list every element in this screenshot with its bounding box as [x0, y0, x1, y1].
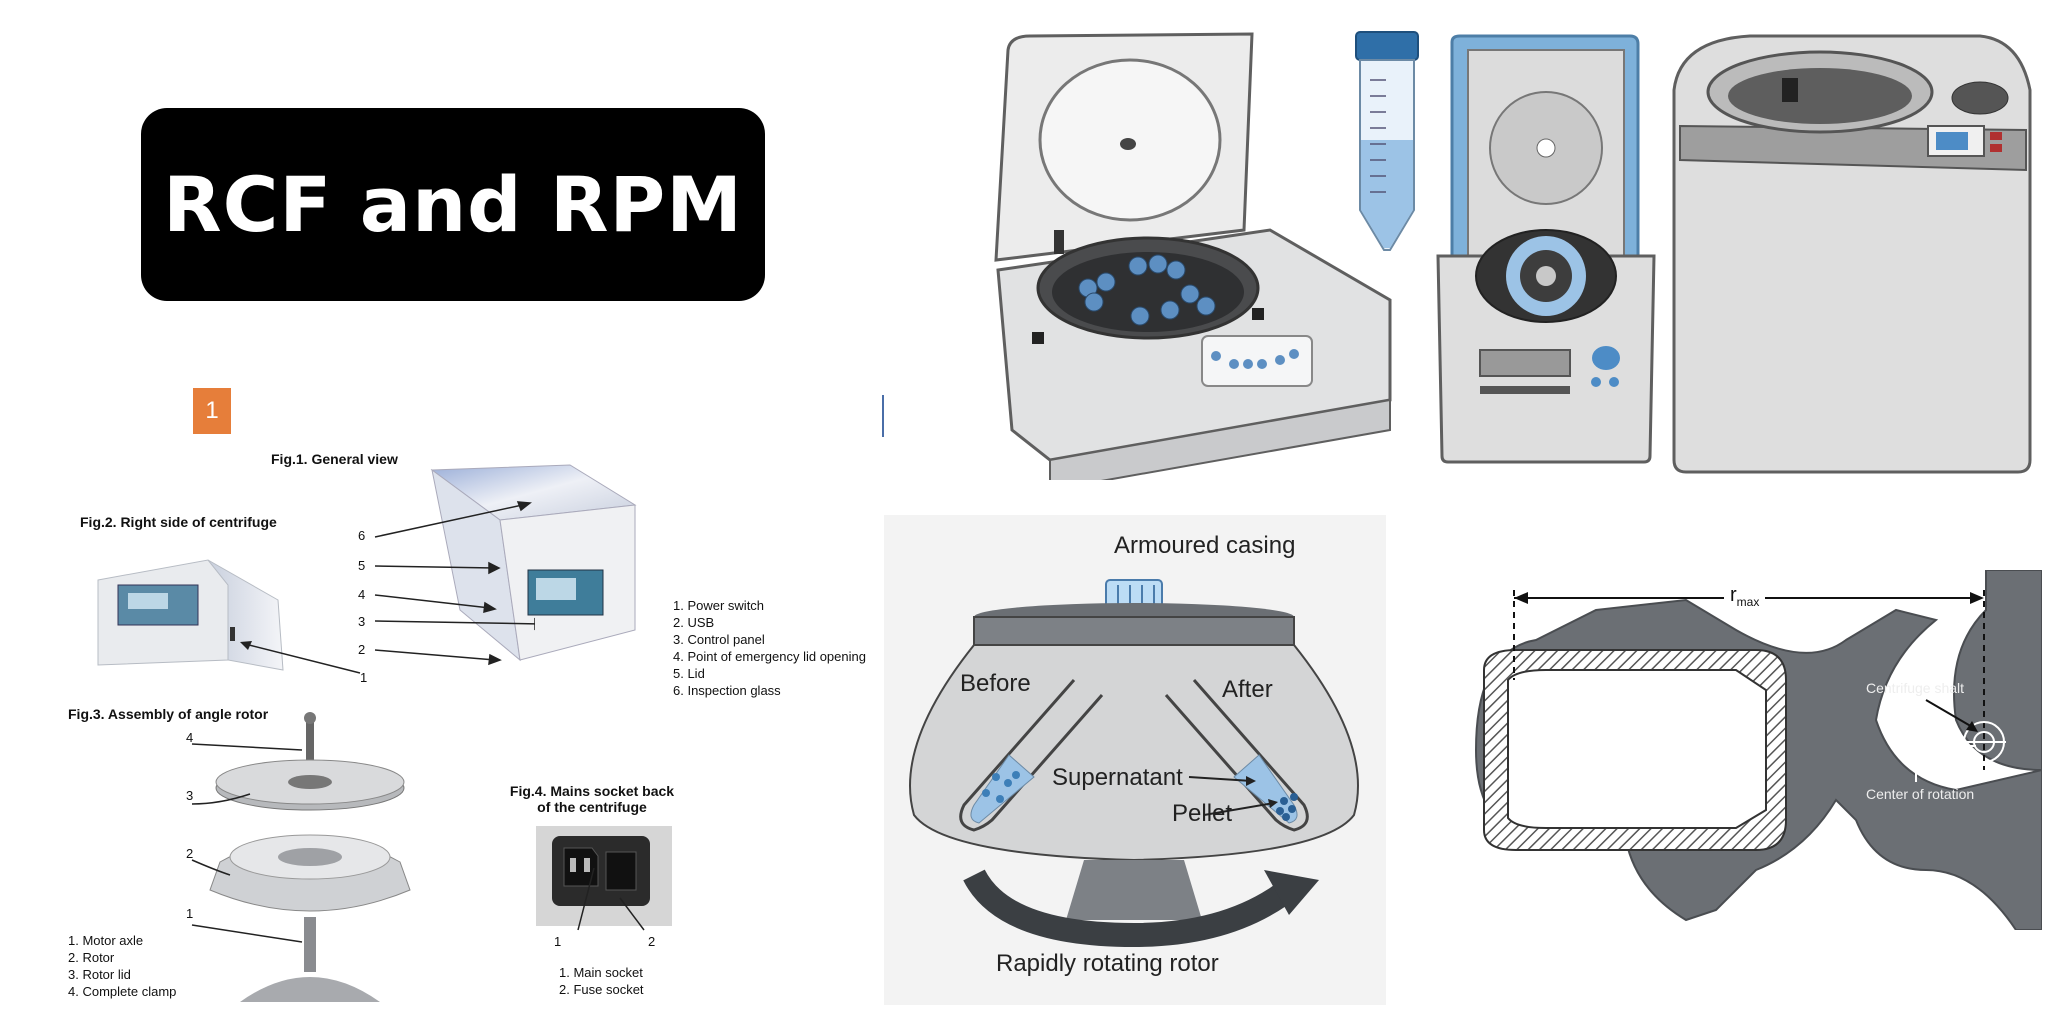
fig1-legend: 1. Power switch 2. USB 3. Control panel …: [673, 597, 866, 699]
fig1-number-4: 4: [358, 587, 366, 602]
fig4-number-2: 2: [648, 934, 656, 949]
fig1-number-6: 6: [358, 528, 366, 543]
fig4-title: Fig.4. Mains socket back of the centrifu…: [507, 783, 677, 815]
shaft-label: Centrifuge shalt: [1866, 680, 1965, 696]
fig1-number-2: 2: [358, 642, 366, 657]
rmax-label: rmax: [1724, 584, 1766, 609]
fig3-number-2: 2: [186, 846, 194, 861]
divider-tick: [882, 395, 884, 437]
legend-item: 3. Rotor lid: [68, 967, 131, 982]
fig4-mains-socket-illustration: [536, 826, 672, 931]
benchtop-centrifuge-illustration: [994, 32, 1392, 480]
legend-item: 5. Lid: [673, 666, 705, 681]
page-title: RCF and RPM: [163, 160, 743, 249]
legend-item: 2. Rotor: [68, 950, 115, 965]
fig3-rotor-assembly-illustration: [209, 712, 411, 1002]
compact-centrifuge-illustration: [1436, 34, 1656, 464]
legend-item: 4. Complete clamp: [68, 984, 177, 999]
rmax-label-sub: max: [1736, 595, 1760, 609]
rotor-label: Rapidly rotating rotor: [996, 950, 1219, 977]
legend-item: 3. Control panel: [673, 632, 765, 647]
fig3-title: Fig.3. Assembly of angle rotor: [68, 706, 269, 722]
centrifuge-equipment-illustrations: [994, 31, 2032, 480]
fig1-centrifuge-illustration: [430, 464, 637, 662]
fig2-title: Fig.2. Right side of centrifuge: [80, 514, 277, 530]
fig4-title-line1: Fig.4. Mains socket back: [509, 783, 675, 799]
pellet-label: Pellet: [1172, 800, 1233, 827]
before-tube: [959, 679, 1104, 832]
fig3-number-1: 1: [186, 906, 194, 921]
fig4-title-line2: of the centrifuge: [537, 799, 647, 815]
legend-item: 2. Fuse socket: [559, 982, 644, 997]
fig3-number-4: 4: [186, 730, 194, 745]
fig2-number: 1: [360, 670, 368, 685]
legend-item: 2. USB: [673, 615, 715, 630]
after-tube: [1164, 679, 1309, 832]
fig2-centrifuge-side-illustration: [97, 559, 284, 671]
before-label: Before: [960, 670, 1031, 697]
rmax-label-main: r: [1730, 584, 1737, 606]
legend-item: 4. Point of emergency lid opening: [673, 649, 866, 664]
rotor-sedimentation-diagram: [884, 515, 1386, 1005]
floor-centrifuge-illustration: [1672, 34, 2032, 474]
fig4-legend: 1. Main socket 2. Fuse socket: [559, 964, 644, 998]
fig3-number-3: 3: [186, 788, 194, 803]
fig2-arrow: [240, 641, 361, 674]
page-badge: 1: [193, 388, 231, 434]
fig1-number-3: 3: [358, 614, 366, 629]
fig1-number-5: 5: [358, 558, 366, 573]
legend-item: 1. Power switch: [673, 598, 765, 613]
fig3-pointer-lines: [191, 743, 303, 943]
legend-item: 1. Motor axle: [68, 933, 144, 948]
rotor-radius-diagram: [1474, 570, 2042, 930]
conical-tube-illustration: [1355, 31, 1419, 251]
legend-item: 6. Inspection glass: [673, 683, 781, 698]
title-banner: RCF and RPM: [141, 108, 765, 301]
armoured-casing-label: Armoured casing: [1114, 532, 1296, 559]
fig1-title: Fig.1. General view: [271, 451, 398, 467]
center-of-rotation-label: Center of rotation: [1866, 786, 1975, 802]
fig4-number-1: 1: [554, 934, 562, 949]
supernatant-label: Supernatant: [1052, 764, 1183, 791]
legend-item: 1. Main socket: [559, 965, 643, 980]
after-label: After: [1222, 676, 1273, 703]
fig1-pointer-lines: [374, 501, 535, 666]
fig3-legend: 1. Motor axle 2. Rotor 3. Rotor lid 4. C…: [68, 932, 176, 1000]
